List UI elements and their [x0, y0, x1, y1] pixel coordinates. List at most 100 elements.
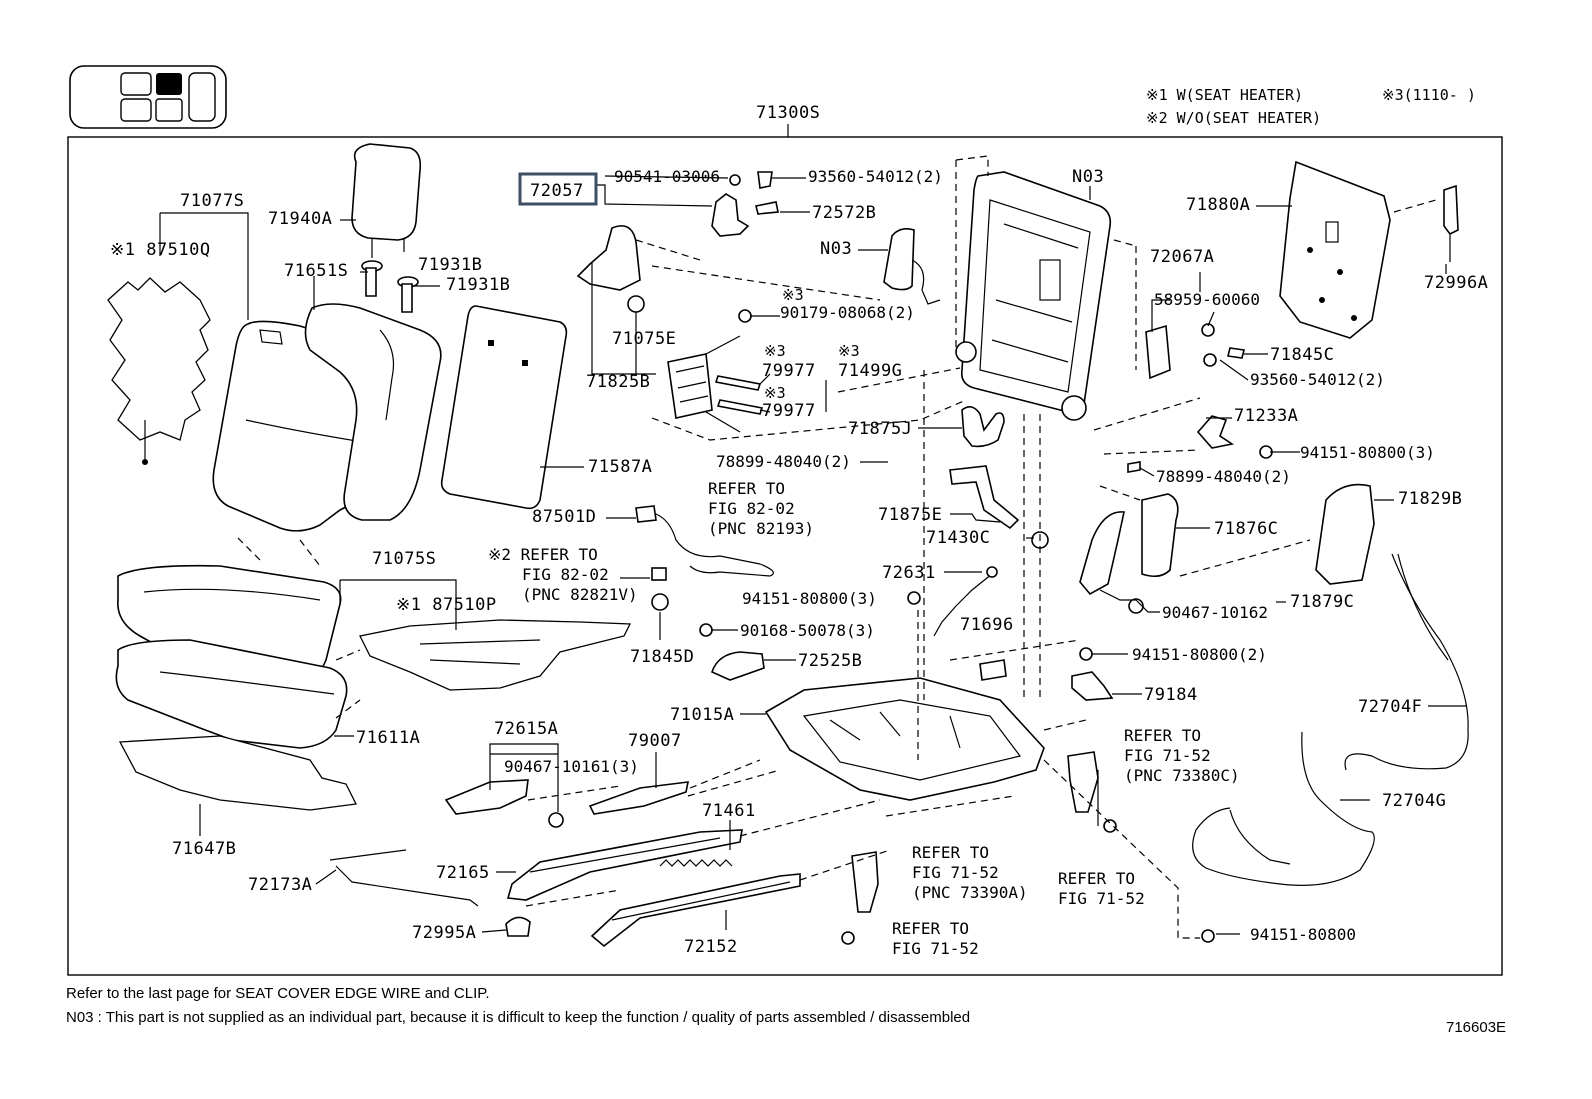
callout-n03-frame[interactable]: N03 [1072, 167, 1104, 187]
callout-79977-a[interactable]: 79977 [762, 361, 816, 381]
refer-fig82-02-b-line1[interactable]: ※2 REFER TO [488, 545, 598, 564]
callout-87501d[interactable]: 87501D [532, 507, 596, 527]
callout-71015a[interactable]: 71015A [670, 705, 734, 725]
lever-72525b-part [711, 651, 765, 681]
callout-94151-80800-a[interactable]: 94151-80800(3) [1300, 443, 1435, 462]
callout-79977-b[interactable]: 79977 [762, 401, 816, 421]
refer-fig71-52-a-line1[interactable]: REFER TO [1124, 726, 1201, 745]
callout-90467-10161[interactable]: 90467-10161(3) [504, 757, 639, 776]
callout-72615a[interactable]: 72615A [494, 719, 558, 739]
callout-71876c[interactable]: 71876C [1214, 519, 1278, 539]
callout-94151-80800-d[interactable]: 94151-80800 [1250, 925, 1356, 944]
callout-71647b[interactable]: 71647B [172, 839, 236, 859]
seat-heater-cushion-part [359, 619, 632, 691]
callout-78899-48040-b[interactable]: 78899-48040(2) [1156, 467, 1291, 486]
callout-79184[interactable]: 79184 [1144, 685, 1198, 705]
callout-93560-54012-a[interactable]: 93560-54012(2) [808, 167, 943, 186]
callout-72525b[interactable]: 72525B [798, 651, 862, 671]
callout-71233a[interactable]: 71233A [1234, 406, 1298, 426]
callout-90168-50078[interactable]: 90168-50078(3) [740, 621, 875, 640]
callout-72995a[interactable]: 72995A [412, 923, 476, 943]
callout-58959-60060[interactable]: 58959-60060 [1154, 290, 1260, 309]
callout-71461[interactable]: 71461 [702, 801, 756, 821]
refer-fig71-52-d-line2[interactable]: FIG 71-52 [892, 939, 979, 958]
callout-71499g[interactable]: 71499G [838, 361, 902, 381]
footer-note-n03: N03 : This part is not supplied as an in… [66, 1009, 970, 1026]
seat-position-indicator [69, 65, 227, 129]
callout-71587a[interactable]: 71587A [588, 457, 652, 477]
callout-71611a[interactable]: 71611A [356, 728, 420, 748]
refer-fig71-52-c-line1[interactable]: REFER TO [1058, 869, 1135, 888]
callout-71931b-2[interactable]: 71931B [446, 275, 510, 295]
hinge-cover-part [576, 225, 641, 291]
callout-71875e[interactable]: 71875E [878, 505, 942, 525]
callout-71875j[interactable]: 71875J [848, 419, 912, 439]
latch-part [1443, 184, 1459, 236]
cable-72704f-part [1344, 553, 1469, 771]
callout-71077s[interactable]: 71077S [180, 191, 244, 211]
callout-94151-80800-c[interactable]: 94151-80800(2) [1132, 645, 1267, 664]
callout-72572b[interactable]: 72572B [812, 203, 876, 223]
callout-72165[interactable]: 72165 [436, 863, 490, 883]
refer-fig82-02-a-line1[interactable]: REFER TO [708, 479, 785, 498]
buckle-73390a-part [851, 851, 879, 913]
cover-71829b-part [1315, 483, 1375, 585]
refer-fig82-02-b-line2[interactable]: FIG 82-02 [522, 565, 609, 584]
callout-71075e[interactable]: 71075E [612, 329, 676, 349]
callout-71931b-1[interactable]: 71931B [418, 255, 482, 275]
refer-fig71-52-b-line2[interactable]: FIG 71-52 [912, 863, 999, 882]
cap-71845d-part [651, 593, 669, 611]
callout-71430c[interactable]: 71430C [926, 528, 990, 548]
buckle-73380c-part [1067, 751, 1099, 813]
callout-72704f[interactable]: 72704F [1358, 697, 1422, 717]
recliner-lever-part [711, 193, 750, 237]
cover-79007-part [588, 781, 690, 815]
refer-fig71-52-b-line1[interactable]: REFER TO [912, 843, 989, 862]
callout-90541-03006[interactable]: 90541-03006 [614, 167, 720, 186]
callout-71845c[interactable]: 71845C [1270, 345, 1334, 365]
refer-fig82-02-a-line2[interactable]: FIG 82-02 [708, 499, 795, 518]
refer-fig71-52-a-line2[interactable]: FIG 71-52 [1124, 746, 1211, 765]
refer-fig71-52-a-line3[interactable]: (PNC 73380C) [1124, 766, 1240, 785]
cushion-undercover-part [118, 735, 357, 811]
callout-72631[interactable]: 72631 [882, 563, 936, 583]
callout-72057[interactable]: 72057 [530, 181, 584, 201]
callout-n03-pad[interactable]: N03 [820, 239, 852, 259]
callout-79007[interactable]: 79007 [628, 731, 682, 751]
callout-87510p[interactable]: ※1 87510P [396, 595, 497, 615]
callout-71845d[interactable]: 71845D [630, 647, 694, 667]
callout-72704g[interactable]: 72704G [1382, 791, 1446, 811]
refer-fig71-52-b-line3[interactable]: (PNC 73390A) [912, 883, 1028, 902]
callout-72067a[interactable]: 72067A [1150, 247, 1214, 267]
callout-71075s[interactable]: 71075S [372, 549, 436, 569]
callout-71651s[interactable]: 71651S [284, 261, 348, 281]
refer-fig82-02-b-line3[interactable]: (PNC 82821V) [522, 585, 638, 604]
diagram-frame [67, 136, 1503, 976]
callout-71880a[interactable]: 71880A [1186, 195, 1250, 215]
callout-90467-10162[interactable]: 90467-10162 [1162, 603, 1268, 622]
seat-cushion-frame-part [764, 677, 1045, 801]
refer-fig82-02-a-line3[interactable]: (PNC 82193) [708, 519, 814, 538]
callout-71829b[interactable]: 71829B [1398, 489, 1462, 509]
seat-heater-back-part [107, 277, 211, 441]
bolt-90168-part [699, 623, 713, 637]
seat-back-board-part [440, 305, 568, 510]
callout-72173a[interactable]: 72173A [248, 875, 312, 895]
refer-fig71-52-c-line2[interactable]: FIG 71-52 [1058, 889, 1145, 908]
callout-71696[interactable]: 71696 [960, 615, 1014, 635]
rail-72165-part [506, 829, 743, 901]
assembly-number[interactable]: 71300S [756, 103, 820, 123]
callout-94151-80800-b[interactable]: 94151-80800(3) [742, 589, 877, 608]
callout-87510q[interactable]: ※1 87510Q [110, 240, 211, 260]
callout-72152[interactable]: 72152 [684, 937, 738, 957]
callout-71879c[interactable]: 71879C [1290, 592, 1354, 612]
callout-93560-54012-b[interactable]: 93560-54012(2) [1250, 370, 1385, 389]
refer-fig71-52-d-line1[interactable]: REFER TO [892, 919, 969, 938]
callout-78899-48040-a[interactable]: 78899-48040(2) [716, 452, 851, 471]
callout-71940a[interactable]: 71940A [268, 209, 332, 229]
callout-72996a[interactable]: 72996A [1424, 273, 1488, 293]
callout-71825b[interactable]: 71825B [586, 372, 650, 392]
callout-90179-08068[interactable]: 90179-08068(2) [780, 303, 915, 322]
cap-72995a-part [505, 916, 531, 937]
